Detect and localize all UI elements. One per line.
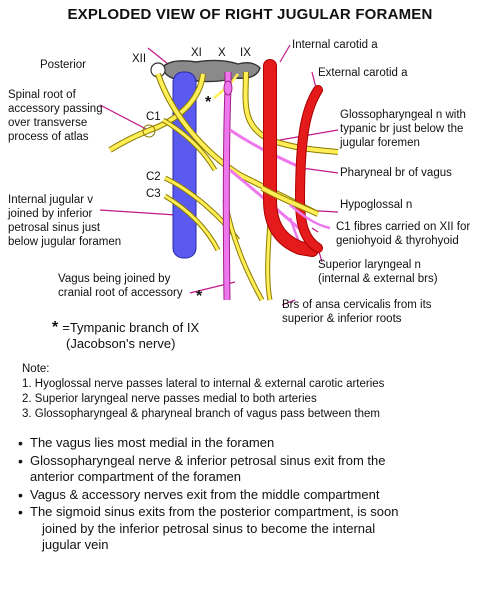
label-ix: IX: [240, 47, 251, 59]
ansa-cervicalis: [222, 199, 273, 302]
label-c3: C3: [146, 188, 161, 200]
label-posterior: Posterior: [40, 59, 87, 71]
note-item: 2. Superior laryngeal nerve passes media…: [22, 393, 317, 405]
legend-line1: =Tympanic branch of IX: [62, 320, 200, 335]
label-ijv: Internal jugular v joined by inferior pe…: [8, 194, 122, 248]
label-xi: XI: [191, 47, 202, 59]
label-pharyngeal-vagus: Pharyneal br of vagus: [340, 167, 452, 179]
label-vagus-joined: Vagus being joined by cranial root of ac…: [58, 273, 183, 299]
inferior-vagal-ganglion: [223, 80, 233, 96]
legend-star: *: [52, 319, 59, 336]
label-vagus-star: *: [196, 288, 203, 305]
summary-bullets: • The vagus lies most medial in the fora…: [18, 435, 488, 555]
label-x: X: [218, 47, 226, 59]
label-tympanic-star: *: [205, 94, 212, 111]
label-c2: C2: [146, 171, 161, 183]
glossopharyngeal-nerve: [242, 71, 339, 155]
label-c1-fibres: C1 fibres carried on XII for geniohyoid …: [336, 221, 471, 247]
atlas-process: [142, 124, 156, 138]
label-hypoglossal: Hypoglossal n: [340, 199, 413, 211]
label-external-carotid: External carotid a: [318, 67, 408, 79]
bullet-item: • Vagus & accessory nerves exit from the…: [18, 486, 380, 503]
notes: Note: 1. Hyoglossal nerve passes lateral…: [22, 362, 384, 422]
label-glossopharyngeal: Glossopharyngeal n with typanic br just …: [340, 109, 466, 149]
label-spinal-root: Spinal root of accessory passing over tr…: [8, 89, 103, 143]
bullet-item: • The vagus lies most medial in the fora…: [18, 435, 275, 451]
legend-line2: (Jacobson's nerve): [66, 336, 176, 351]
label-c1: C1: [146, 111, 161, 123]
c1-fibres: [289, 204, 331, 230]
bullet-item: • The sigmoid sinus exits from the poste…: [18, 504, 399, 552]
note-item: 3. Glossopharyngeal & pharyneal branch o…: [22, 408, 380, 420]
notes-heading: Note:: [22, 363, 50, 375]
label-xii: XII: [132, 53, 147, 65]
note-item: 1. Hyoglossal nerve passes lateral to in…: [22, 378, 385, 390]
tympanic-legend: *=Tympanic branch of IX (Jacobson's nerv…: [52, 320, 199, 352]
label-ansa: Brs of ansa cervicalis from its superior…: [282, 299, 432, 325]
bullet-item: • Glossopharyngeal nerve & inferior petr…: [18, 452, 386, 485]
label-superior-laryngeal: Superior laryngeal n (internal & externa…: [318, 259, 438, 285]
diagram-title: EXPLODED VIEW OF RIGHT JUGULAR FORAMEN: [67, 6, 433, 23]
label-internal-carotid: Internal carotid a: [292, 39, 378, 51]
